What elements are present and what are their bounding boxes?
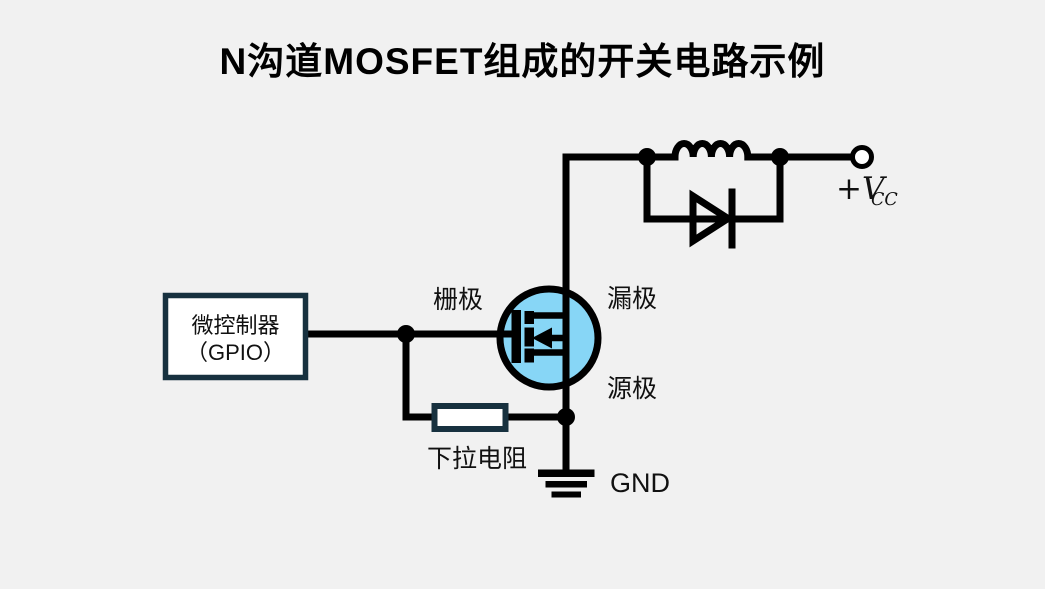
mosfet-channel-segment-top	[524, 311, 534, 324]
flyback-diode-triangle	[689, 189, 735, 248]
circuit-title: N沟道MOSFET组成的开关电路示例	[219, 41, 826, 82]
gnd-label: GND	[610, 468, 670, 498]
vcc-terminal	[850, 145, 874, 169]
drain-label: 漏极	[607, 285, 657, 313]
gate-label: 栅极	[433, 286, 483, 314]
vcc-label-subscript: CC	[871, 190, 898, 210]
microcontroller-label-line1: 微控制器	[191, 313, 279, 338]
junction-dot-source	[557, 408, 575, 426]
vcc-label: +V	[836, 171, 888, 207]
junction-dot-inductor-left	[638, 148, 656, 166]
pulldown-resistor-label: 下拉电阻	[427, 445, 527, 473]
junction-dot-gate	[397, 325, 415, 343]
mosfet-body-arrow	[532, 327, 552, 349]
mosfet-gate-bar	[511, 310, 521, 363]
source-label: 源极	[607, 375, 657, 403]
mosfet-channel-segment-middle	[524, 327, 534, 347]
junction-dot-inductor-right	[771, 148, 789, 166]
mosfet-channel-segment-bottom	[524, 348, 534, 363]
inductor-symbol	[643, 140, 784, 161]
wire-gate-to-resistor	[402, 330, 440, 421]
microcontroller-box	[162, 292, 309, 381]
microcontroller-label-line2: （GPIO）	[186, 340, 285, 365]
wire-flyback-diode-branch	[643, 153, 784, 223]
ground-symbol	[538, 469, 595, 498]
pulldown-resistor	[431, 403, 509, 432]
